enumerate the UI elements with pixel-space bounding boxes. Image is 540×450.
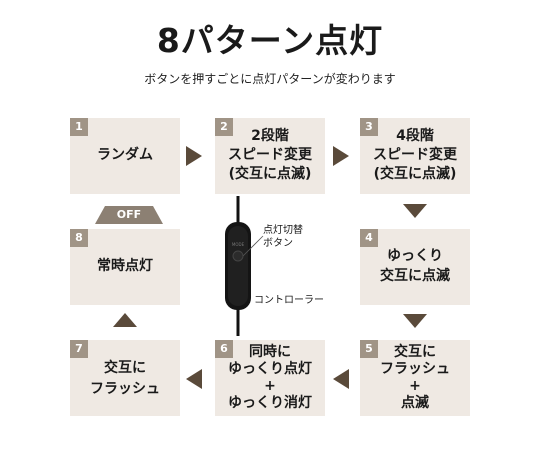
step-box-6: 6 同時に ゆっくり点灯 + ゆっくり消灯	[215, 340, 325, 416]
button-callout-line2: ボタン	[263, 238, 293, 249]
step-text-line: (交互に点滅)	[228, 166, 312, 182]
step-text-line: ゆっくり	[387, 248, 443, 264]
step-number: 4	[360, 229, 378, 247]
step-text-line: 同時に	[249, 344, 291, 360]
arrow-left-icon	[186, 369, 202, 389]
step-number: 2	[215, 118, 233, 136]
arrow-right-icon	[333, 146, 349, 166]
step-text-line: +	[264, 378, 276, 394]
arrow-left-icon	[333, 369, 349, 389]
step-text-line: スピード変更	[228, 147, 312, 163]
step-box-8: 8 常時点灯	[70, 229, 180, 305]
page-title: 8パターン点灯	[156, 21, 384, 60]
controller-label: コントローラー	[254, 295, 324, 306]
controller-icon: MODE	[225, 196, 264, 336]
step-box-5: 5 交互に フラッシュ + 点滅	[360, 340, 470, 416]
step-text-line: 常時点灯	[97, 258, 153, 274]
arrow-up-icon	[113, 313, 137, 327]
step-text-line: 交互に	[394, 344, 436, 360]
step-text-line: ゆっくり点灯	[228, 361, 312, 377]
button-callout-line1: 点灯切替	[263, 225, 303, 236]
step-text-line: スピード変更	[373, 147, 457, 163]
controller-engraving: MODE	[232, 242, 245, 247]
step-number: 8	[70, 229, 88, 247]
step-text-line: 点滅	[401, 395, 429, 411]
step-text-line: 交互に	[104, 360, 146, 376]
arrow-down-icon	[403, 314, 427, 328]
step-text-line: +	[409, 378, 421, 394]
off-badge: OFF	[95, 206, 163, 224]
step-number: 6	[215, 340, 233, 358]
step-number: 3	[360, 118, 378, 136]
step-text-line: フラッシュ	[380, 361, 450, 377]
arrow-right-icon	[186, 146, 202, 166]
step-text-line: (交互に点滅)	[373, 166, 457, 182]
step-number: 1	[70, 118, 88, 136]
step-text-line: 4段階	[396, 128, 434, 144]
step-text-line: ランダム	[97, 147, 153, 163]
step-box-2: 2 2段階 スピード変更 (交互に点滅)	[215, 118, 325, 194]
step-box-7: 7 交互に フラッシュ	[70, 340, 180, 416]
step-text-line: フラッシュ	[90, 381, 160, 397]
step-number: 5	[360, 340, 378, 358]
step-text-line: ゆっくり消灯	[228, 395, 312, 411]
step-box-4: 4 ゆっくり 交互に点滅	[360, 229, 470, 305]
step-box-3: 3 4段階 スピード変更 (交互に点滅)	[360, 118, 470, 194]
page-subtitle: ボタンを押すごとに点灯パターンが変わります	[144, 72, 396, 86]
step-number: 7	[70, 340, 88, 358]
arrow-down-icon	[403, 204, 427, 218]
step-text-line: 交互に点滅	[380, 268, 450, 284]
step-text-line: 2段階	[251, 128, 289, 144]
step-box-1: 1 ランダム	[70, 118, 180, 194]
